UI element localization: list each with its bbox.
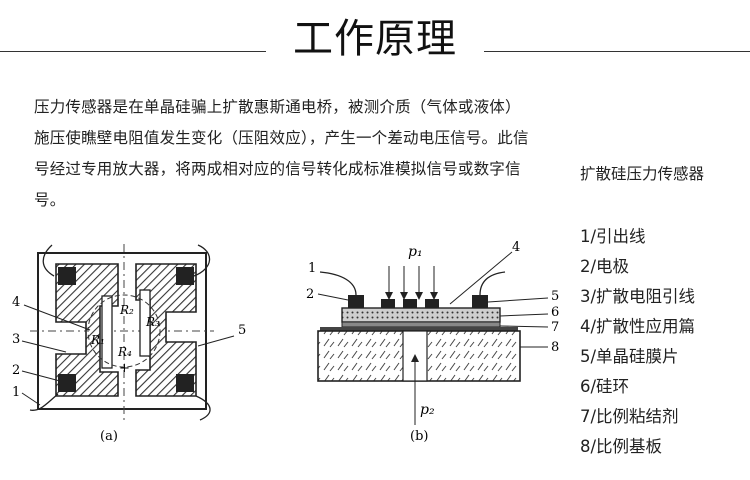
page-title: 工作原理 <box>293 16 457 62</box>
leader-line <box>197 335 235 347</box>
leader-line <box>21 340 67 353</box>
fig-a-label-5: 5 <box>238 323 246 338</box>
leader-line <box>23 304 91 331</box>
resistor-label-r4: R₄ <box>117 345 132 359</box>
leader-line <box>487 297 549 303</box>
electrode-pad <box>176 374 194 392</box>
arrow-head <box>385 292 393 300</box>
fig-b-label-6: 6 <box>551 305 559 320</box>
fig-b-label-2: 2 <box>306 287 314 302</box>
leader-line <box>21 370 61 382</box>
legend-item: 3/扩散电阻引线 <box>580 287 696 306</box>
title-section: 工作原理 <box>0 14 750 66</box>
leader-line <box>317 293 349 301</box>
legend-list: 1/引出线 2/电极 3/扩散电阻引线 4/扩散性应用篇 5/单晶硅膜片 6/硅… <box>580 222 695 462</box>
silicon-ring <box>341 321 501 328</box>
diffused-resistor <box>381 299 395 308</box>
diffused-resistor <box>425 299 439 308</box>
electrode <box>472 295 488 308</box>
title-line-left <box>0 51 266 52</box>
leader-line <box>21 392 41 406</box>
arrow-head <box>411 354 419 362</box>
pressure-label-p2: p₂ <box>420 402 435 418</box>
lead-wire <box>29 393 59 411</box>
arrow-head <box>430 292 438 300</box>
resistor-label-r3: R₃ <box>145 315 160 329</box>
fig-a-label-1: 1 <box>12 385 20 400</box>
electrode <box>348 295 364 308</box>
title-line-right <box>484 51 750 52</box>
pressure-label-p1: p₁ <box>408 244 423 260</box>
resistor-label-r1: R₁ <box>90 333 105 347</box>
silicon-diaphragm <box>341 307 501 323</box>
resistor-label-r2: R₂ <box>119 303 134 317</box>
legend-item: 7/比例粘结剂 <box>580 407 679 426</box>
fig-b-label-5: 5 <box>551 289 559 304</box>
lead-wire <box>42 244 55 277</box>
fig-b-label-1: 1 <box>308 261 316 276</box>
fig-b-caption: (b) <box>410 429 428 444</box>
figure-b: 1 2 4 5 6 7 8 p₁ p₂ (b) <box>306 240 559 444</box>
lead-wire <box>195 395 211 421</box>
fig-a-label-3: 3 <box>12 332 20 347</box>
lead-wire <box>479 271 506 296</box>
resistor-strip <box>139 289 151 357</box>
legend-item: 4/扩散性应用篇 <box>580 317 696 336</box>
electrode-pad <box>176 267 194 285</box>
fig-b-label-8: 8 <box>551 340 559 355</box>
resistor-strip <box>101 295 113 369</box>
legend-item: 2/电极 <box>580 257 630 276</box>
legend-item: 1/引出线 <box>580 227 646 246</box>
electrode-pad <box>58 267 76 285</box>
diffused-resistor <box>403 299 417 308</box>
lead-wire <box>193 244 211 277</box>
fig-a-label-2: 2 <box>12 363 20 378</box>
legend-item: 8/比例基板 <box>580 437 663 456</box>
leader-line <box>499 313 549 317</box>
bonding-layer <box>320 327 518 331</box>
fig-b-label-4: 4 <box>512 240 520 255</box>
arrow-head <box>400 292 408 300</box>
legend-title: 扩散硅压力传感器 <box>580 165 705 183</box>
legend-item: 5/单晶硅膜片 <box>580 347 679 366</box>
figure-a: 4 3 2 1 5 R₁ R₂ R₃ R₄ + (a) <box>12 244 246 444</box>
legend-item: 6/硅环 <box>580 377 630 396</box>
arrow-head <box>415 292 423 300</box>
diaphragm-outline <box>87 294 161 368</box>
fig-a-label-4: 4 <box>12 295 20 310</box>
fig-b-label-7: 7 <box>551 320 559 335</box>
description-paragraph: 压力传感器是在单晶硅骗上扩散惠斯通电桥，被测介质（气体或液体）施压使瞧壁电阻值发… <box>34 98 529 209</box>
fig-a-caption: (a) <box>100 429 118 444</box>
plus-sign: + <box>119 361 130 376</box>
leader-line <box>499 325 549 328</box>
lead-wire <box>319 271 357 296</box>
leader-line <box>449 251 513 305</box>
electrode-pad <box>58 374 76 392</box>
